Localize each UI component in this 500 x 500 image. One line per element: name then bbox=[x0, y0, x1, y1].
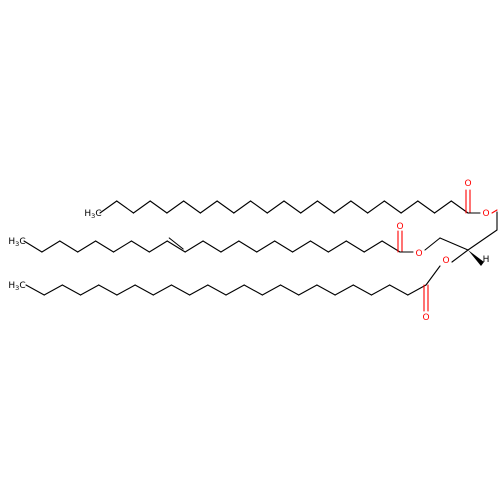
middle-chain-bond bbox=[130, 240, 150, 253]
top-chain-bond bbox=[166, 200, 185, 214]
bottom-chain-bond bbox=[225, 284, 245, 296]
middle-chain-methyl-label: H3C bbox=[8, 237, 25, 248]
middle-chain-bond bbox=[202, 240, 222, 253]
top-chain-bond bbox=[367, 200, 385, 214]
top-chain-bond bbox=[417, 200, 436, 214]
top-chain-bond bbox=[199, 200, 218, 214]
middle-chain-bond bbox=[220, 240, 240, 253]
middle-chain-bond bbox=[112, 240, 132, 253]
bottom-chain-bond bbox=[370, 284, 391, 296]
bottom-chain-bond bbox=[170, 284, 191, 296]
middle-chain-bond bbox=[292, 240, 312, 253]
top-chain-bond bbox=[450, 200, 469, 214]
middle-chain-bond bbox=[59, 240, 79, 253]
stereo-hydrogen: H bbox=[483, 255, 490, 265]
bottom-chain-bond bbox=[43, 284, 63, 296]
middle-carbonyl-oxygen: O bbox=[396, 222, 403, 232]
top-chain-bond bbox=[300, 200, 319, 214]
bottom-chain-methyl-label: H3C bbox=[8, 281, 25, 292]
top-ester-o-bond bbox=[491, 209, 498, 214]
top-chain-bond bbox=[249, 200, 268, 214]
middle-chain-bond bbox=[238, 240, 258, 253]
bottom-chain-bond bbox=[243, 284, 263, 296]
glycerol-bond bbox=[467, 229, 498, 251]
middle-ester-oxygen: O bbox=[415, 249, 422, 259]
top-chain-bond bbox=[132, 200, 151, 214]
glycerol-bond bbox=[424, 237, 441, 251]
bottom-chain-bond bbox=[407, 284, 427, 296]
bottom-chain-bond bbox=[316, 284, 336, 296]
bottom-chain-bond bbox=[261, 284, 282, 296]
bottom-chain-bond bbox=[79, 284, 100, 296]
middle-chain-bond bbox=[274, 240, 294, 253]
bottom-chain-bond bbox=[116, 284, 136, 296]
top-chain-bond bbox=[316, 200, 335, 214]
bottom-chain-bond bbox=[352, 284, 373, 296]
middle-chain-bond bbox=[327, 240, 347, 253]
glycerol-bond bbox=[451, 249, 469, 263]
top-chain-methyl-label: H3C bbox=[84, 209, 101, 220]
middle-chain-bond bbox=[381, 240, 401, 253]
top-chain-bond bbox=[149, 200, 168, 214]
glycerol-bond bbox=[439, 237, 469, 251]
bottom-chain-bond bbox=[25, 284, 45, 296]
top-chain-bond bbox=[333, 200, 352, 214]
top-chain-bond bbox=[183, 200, 201, 214]
bottom-chain-bond bbox=[189, 284, 209, 296]
middle-chain-bond bbox=[148, 240, 168, 253]
top-chain-bond bbox=[433, 200, 452, 214]
cis-double-bond bbox=[168, 237, 184, 250]
bottom-chain-bond bbox=[207, 284, 227, 296]
middle-chain-bond bbox=[23, 240, 43, 253]
middle-chain-bond bbox=[41, 240, 61, 253]
top-chain-bond bbox=[266, 200, 285, 214]
middle-chain-bond bbox=[256, 240, 276, 253]
top-chain-bond bbox=[116, 200, 135, 214]
top-chain-bond bbox=[383, 200, 402, 214]
top-chain-bond bbox=[400, 200, 419, 214]
middle-chain-bond bbox=[363, 240, 383, 253]
bottom-chain-bond bbox=[298, 284, 318, 296]
middle-chain-bond bbox=[309, 240, 329, 253]
top-chain-bond bbox=[216, 200, 235, 214]
bottom-chain-bond bbox=[334, 284, 354, 296]
bottom-chain-bond bbox=[134, 284, 154, 296]
top-ester-oxygen: O bbox=[482, 209, 489, 219]
middle-chain-bond bbox=[95, 240, 115, 253]
bottom-ester-bond bbox=[425, 265, 441, 286]
middle-chain-bond bbox=[345, 240, 365, 253]
bottom-chain-bond bbox=[279, 284, 300, 296]
top-carbonyl-oxygen: O bbox=[464, 179, 471, 189]
bottom-chain-bond bbox=[389, 284, 409, 296]
bottom-chain-bond bbox=[152, 284, 173, 296]
middle-chain-bond bbox=[77, 240, 97, 253]
top-chain-bond bbox=[283, 200, 302, 214]
top-chain-bond bbox=[350, 200, 369, 214]
top-chain-bond bbox=[233, 200, 252, 214]
bottom-carbonyl-oxygen: O bbox=[422, 313, 429, 323]
top-chain-bond bbox=[99, 200, 118, 214]
bottom-chain-bond bbox=[61, 284, 82, 296]
bottom-chain-bond bbox=[98, 284, 118, 296]
middle-chain-bond bbox=[184, 240, 204, 253]
stereo-wedge bbox=[468, 250, 484, 266]
middle-chain-bond bbox=[166, 240, 186, 253]
bottom-ester-oxygen: O bbox=[442, 256, 449, 266]
